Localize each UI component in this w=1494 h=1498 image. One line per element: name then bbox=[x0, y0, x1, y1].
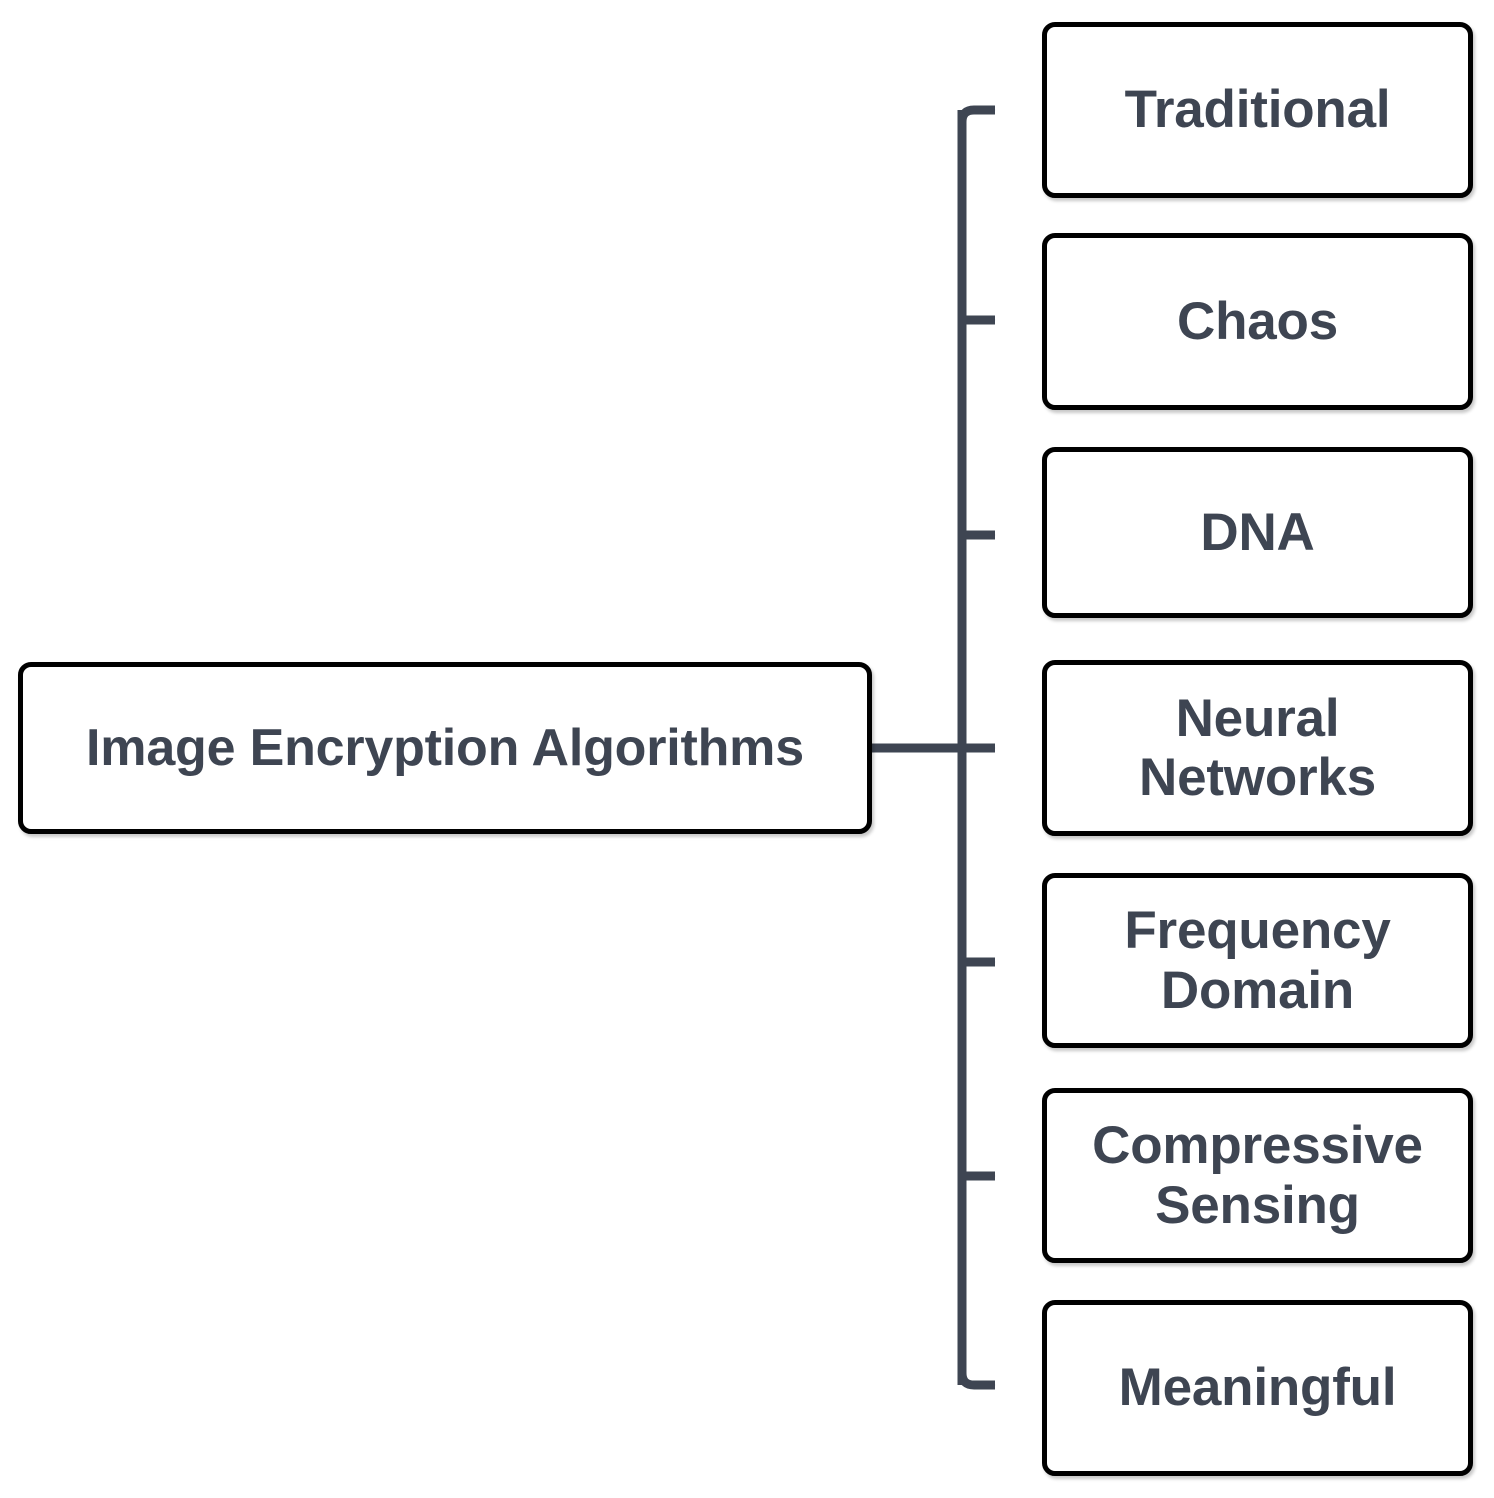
child-node-label: Meaningful bbox=[1118, 1358, 1397, 1418]
connector-branch-6 bbox=[957, 1372, 996, 1390]
child-node-label: Compressive Sensing bbox=[1092, 1116, 1423, 1235]
child-node-traditional[interactable]: Traditional bbox=[1042, 22, 1473, 198]
child-node-frequency-domain[interactable]: Frequency Domain bbox=[1042, 873, 1473, 1048]
connector-branch-0 bbox=[957, 105, 996, 123]
child-node-compressive-sensing[interactable]: Compressive Sensing bbox=[1042, 1088, 1473, 1263]
child-node-meaningful[interactable]: Meaningful bbox=[1042, 1300, 1473, 1476]
child-node-label: Traditional bbox=[1124, 80, 1391, 140]
child-node-label: Chaos bbox=[1177, 291, 1338, 351]
child-node-label: Frequency Domain bbox=[1124, 901, 1391, 1020]
child-node-chaos[interactable]: Chaos bbox=[1042, 233, 1473, 410]
root-node-label: Image Encryption Algorithms bbox=[86, 718, 804, 777]
child-node-neural-networks[interactable]: Neural Networks bbox=[1042, 660, 1473, 836]
root-node[interactable]: Image Encryption Algorithms bbox=[18, 662, 872, 834]
child-node-label: Neural Networks bbox=[1139, 688, 1376, 807]
child-node-label: DNA bbox=[1200, 502, 1315, 562]
child-node-dna[interactable]: DNA bbox=[1042, 447, 1473, 618]
